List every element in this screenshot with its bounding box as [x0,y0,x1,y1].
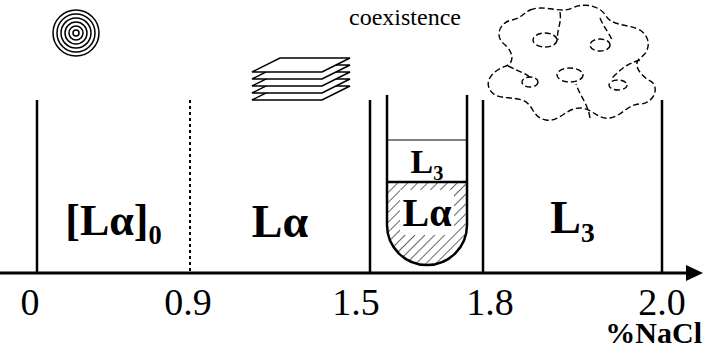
phase-label-text: L₃ [550,192,594,243]
phase-interface [387,181,467,184]
phase-boundary [369,100,372,273]
axis-line [0,272,690,275]
phase-label-text: Lα [400,190,453,235]
phase-boundary [661,100,664,273]
region-heading: coexistence [295,5,515,29]
phase-label: Lα [386,193,468,233]
axis-title: %NaCl [605,318,702,348]
phase-boundary [482,100,485,273]
tick-label: 1.5 [332,283,380,321]
onion-vesicle-icon [53,10,99,56]
tick-label: 1.8 [466,283,514,321]
tick-label: 0 [21,283,40,321]
phase-label-text: L₃ [411,143,444,180]
phase-label-text: [Lα]₀ [65,196,161,245]
phase-label: [Lα]₀ [37,199,190,243]
phase-boundary-dotted [189,100,191,273]
tick-label: 0.9 [164,283,212,321]
test-tube: L₃ Lα [386,95,468,267]
sponge-phase-icon [488,5,655,120]
tick-label: 2.0 [638,283,686,321]
phase-label-text: Lα [252,196,308,247]
phase-label: Lα [190,199,370,245]
phase-boundary [36,100,39,273]
phase-label: L₃ [483,195,662,241]
lamellae-stack-icon [252,58,350,100]
phase-region: L₃ [483,175,662,273]
liquid-surface [387,140,467,141]
coexistence-region: L₃ Lα coexistence [325,2,485,273]
phase-region: Lα [190,175,370,273]
phase-label: L₃ [386,145,468,179]
axis-arrowhead [686,265,703,281]
test-tube-wall [387,95,467,265]
phase-label-text: coexistence [349,4,461,30]
test-tube-outline [386,95,468,267]
phase-region: [Lα]₀ [37,175,190,273]
